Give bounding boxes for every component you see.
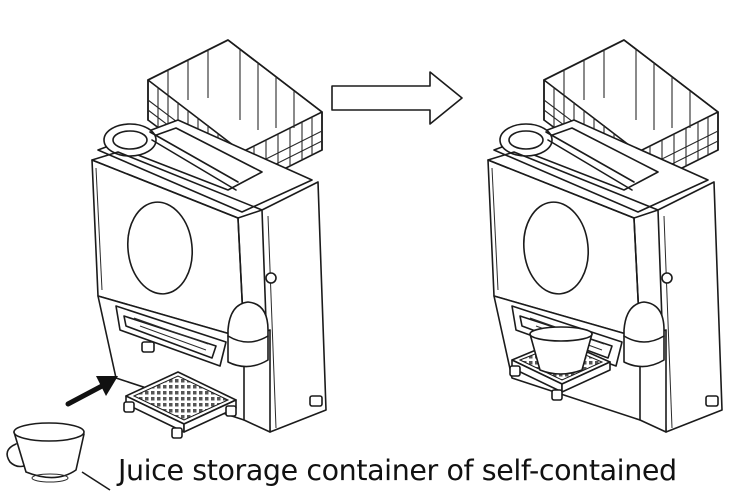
juice-machine-illustration-with-cup — [487, 39, 723, 433]
drip-tray — [123, 371, 237, 439]
caption-leader-line — [81, 471, 111, 491]
cup-icon — [6, 422, 85, 483]
caption-text: Juice storage container of self-containe… — [118, 454, 677, 487]
inserted-cup — [529, 326, 593, 375]
right-arrow-icon — [331, 71, 463, 125]
juice-machine-illustration — [91, 39, 327, 439]
pointer-arrow-icon — [65, 376, 118, 407]
